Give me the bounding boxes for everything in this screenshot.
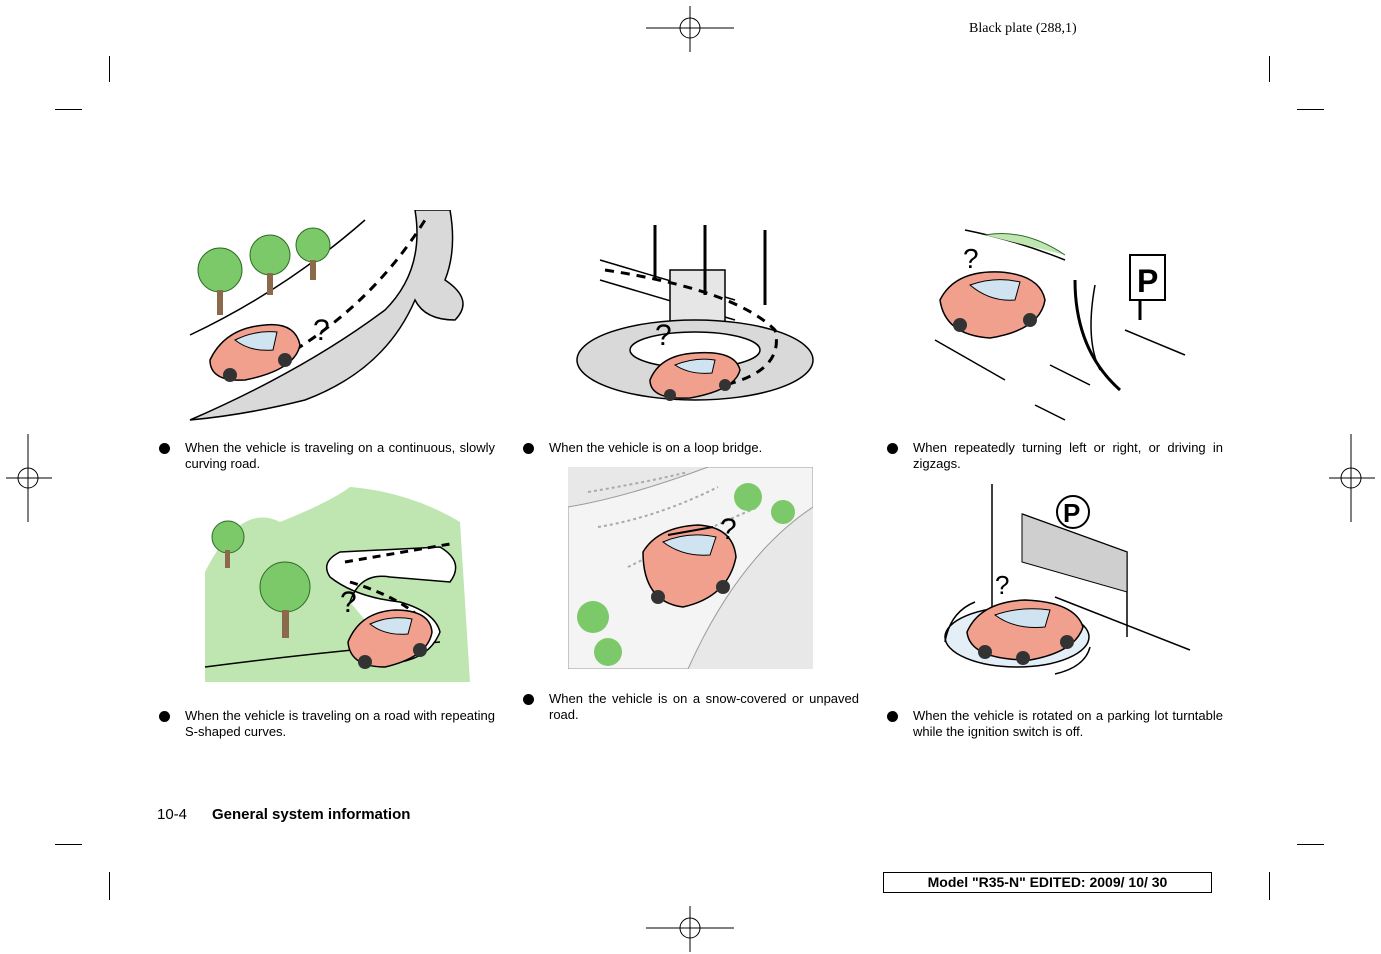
car-icon: [966, 599, 1084, 665]
caption-zigzag: When repeatedly turning left or right, o…: [913, 440, 1223, 471]
question-mark: ?: [655, 319, 672, 352]
plate-label: Black plate (288,1): [969, 21, 1077, 36]
registration-mark-top: [646, 6, 734, 52]
caption-loop-bridge: When the vehicle is on a loop bridge.: [549, 440, 763, 455]
registration-mark-left: [6, 434, 52, 522]
illustration-s-curves: ?: [200, 482, 475, 692]
bullet-icon: [159, 711, 170, 722]
question-mark: ?: [313, 314, 330, 347]
illustration-continuous-curve: ?: [185, 210, 465, 425]
parking-letter: P: [1063, 498, 1080, 528]
bullet-icon: [887, 443, 898, 454]
illustration-loop-bridge: ?: [575, 210, 820, 410]
question-mark: ?: [720, 513, 737, 546]
caption-continuous-curve: When the vehicle is traveling on a conti…: [185, 440, 495, 471]
bullet-icon: [159, 443, 170, 454]
section-title: General system information: [212, 806, 411, 823]
bullet-icon: [887, 711, 898, 722]
caption-turntable: When the vehicle is rotated on a parking…: [913, 708, 1223, 739]
question-mark: ?: [963, 243, 979, 274]
question-mark: ?: [340, 586, 357, 619]
page-number: 10-4: [157, 806, 188, 823]
illustration-zigzag: P ?: [925, 210, 1210, 425]
model-stamp: Model "R35-N" EDITED: 2009/ 10/ 30: [883, 872, 1212, 893]
car-icon: [347, 609, 433, 669]
illustration-turntable: P ?: [935, 482, 1195, 687]
parking-sign-icon: P: [1056, 495, 1090, 529]
registration-mark-right: [1329, 434, 1375, 522]
car-icon: [649, 351, 741, 401]
tree-icon: [197, 227, 331, 315]
bullet-icon: [523, 443, 534, 454]
parking-sign-icon: P: [1129, 254, 1166, 320]
tree-icon: [577, 483, 795, 666]
car-icon: [209, 323, 301, 382]
caption-s-curves: When the vehicle is traveling on a road …: [185, 708, 495, 739]
question-mark: ?: [995, 570, 1009, 600]
caption-snow-road: When the vehicle is on a snow-covered or…: [549, 691, 859, 722]
car-icon: [939, 271, 1046, 339]
tree-icon: [211, 520, 311, 638]
registration-mark-bottom: [646, 906, 734, 952]
illustration-snow-road: ?: [568, 467, 813, 669]
parking-letter: P: [1137, 263, 1158, 299]
car-icon: [642, 524, 737, 608]
bullet-icon: [523, 694, 534, 705]
